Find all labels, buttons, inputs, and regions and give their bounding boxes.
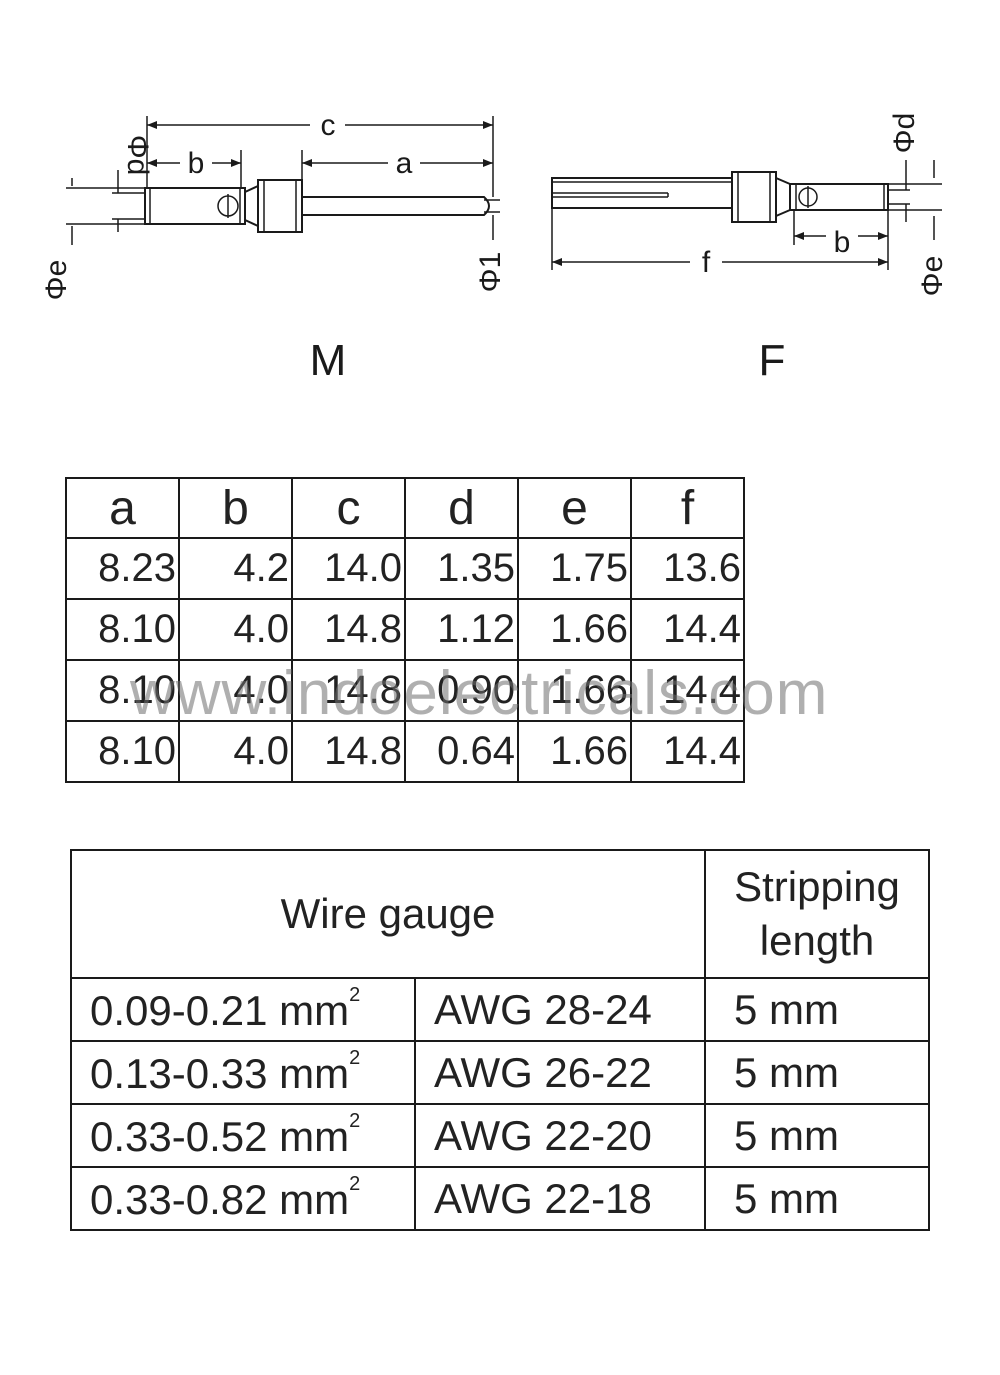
table-row: 0.33-0.82 mm2 AWG 22-18 5 mm: [70, 1166, 930, 1231]
cell-b: 4.0: [178, 598, 293, 661]
cell-d: 0.64: [404, 720, 519, 783]
cell-d: 1.12: [404, 598, 519, 661]
male-label: M: [310, 336, 347, 385]
female-contact-drawing: b f Φd Φe F: [551, 113, 949, 385]
table-row: 8.10 4.0 14.8 0.90 1.66 14.4: [65, 659, 745, 722]
cell-f: 14.4: [630, 598, 745, 661]
dim-phi-d-label-f: Φd: [888, 113, 921, 154]
cell-d: 0.90: [404, 659, 519, 722]
stripping-length-header: Stripping length: [704, 849, 930, 979]
table-row: 8.10 4.0 14.8 0.64 1.66 14.4: [65, 720, 745, 783]
cell-c: 14.8: [291, 659, 406, 722]
female-label: F: [759, 336, 786, 385]
cell-b: 4.2: [178, 537, 293, 600]
awg-cell: AWG 26-22: [414, 1040, 706, 1105]
table-row: 0.33-0.52 mm2 AWG 22-20 5 mm: [70, 1103, 930, 1168]
dim-a-label: a: [396, 147, 413, 180]
strip-length-cell: 5 mm: [704, 977, 930, 1042]
wire-header-row: Wire gauge Stripping length: [70, 849, 930, 979]
cell-f: 13.6: [630, 537, 745, 600]
dimension-header-row: a b c d e f: [65, 477, 745, 539]
cell-a: 8.10: [65, 720, 180, 783]
cross-section-value: 0.09-0.21 mm: [90, 987, 350, 1034]
header-a: a: [65, 477, 180, 539]
header-c: c: [291, 477, 406, 539]
squared-superscript: 2: [349, 1110, 361, 1132]
dimension-table: a b c d e f 8.23 4.2 14.0 1.35 1.75 13.6…: [65, 477, 745, 783]
dim-phi-e-label: Φe: [40, 260, 73, 301]
header-e: e: [517, 477, 632, 539]
cell-e: 1.66: [517, 598, 632, 661]
cross-section-cell: 0.33-0.52 mm2: [70, 1103, 416, 1168]
cell-f: 14.4: [630, 659, 745, 722]
dim-phi-e-label-f: Φe: [916, 256, 949, 297]
cell-f: 14.4: [630, 720, 745, 783]
cell-c: 14.8: [291, 598, 406, 661]
cell-a: 8.23: [65, 537, 180, 600]
squared-superscript: 2: [349, 1173, 361, 1195]
dim-b-label-f: b: [834, 226, 851, 259]
cross-section-value: 0.33-0.52 mm: [90, 1113, 350, 1160]
cross-section-cell: 0.33-0.82 mm2: [70, 1166, 416, 1231]
cell-e: 1.75: [517, 537, 632, 600]
awg-cell: AWG 22-18: [414, 1166, 706, 1231]
dim-b-label: b: [188, 147, 205, 180]
header-d: d: [404, 477, 519, 539]
table-row: 8.23 4.2 14.0 1.35 1.75 13.6: [65, 537, 745, 600]
stripping-header-line1: Stripping: [734, 863, 900, 910]
cross-section-cell: 0.09-0.21 mm2: [70, 977, 416, 1042]
awg-cell: AWG 22-20: [414, 1103, 706, 1168]
cell-c: 14.8: [291, 720, 406, 783]
cross-section-cell: 0.13-0.33 mm2: [70, 1040, 416, 1105]
cell-a: 8.10: [65, 659, 180, 722]
wire-gauge-header: Wire gauge: [70, 849, 706, 979]
male-contact-drawing: c b a Φd Φe Φ1 M: [40, 109, 507, 385]
stripping-header-line2: length: [759, 917, 875, 964]
cell-b: 4.0: [178, 720, 293, 783]
cell-d: 1.35: [404, 537, 519, 600]
cell-e: 1.66: [517, 720, 632, 783]
dim-f-label: f: [702, 246, 711, 279]
strip-length-cell: 5 mm: [704, 1040, 930, 1105]
awg-cell: AWG 28-24: [414, 977, 706, 1042]
cell-b: 4.0: [178, 659, 293, 722]
cross-section-value: 0.33-0.82 mm: [90, 1176, 350, 1223]
cell-e: 1.66: [517, 659, 632, 722]
contact-drawings: c b a Φd Φe Φ1 M: [40, 109, 949, 385]
cell-a: 8.10: [65, 598, 180, 661]
header-b: b: [178, 477, 293, 539]
header-f: f: [630, 477, 745, 539]
cell-c: 14.0: [291, 537, 406, 600]
cross-section-value: 0.13-0.33 mm: [90, 1050, 350, 1097]
wire-gauge-table: Wire gauge Stripping length 0.09-0.21 mm…: [70, 849, 930, 1231]
squared-superscript: 2: [349, 984, 361, 1006]
dim-phi-1-label: Φ1: [474, 252, 507, 293]
strip-length-cell: 5 mm: [704, 1103, 930, 1168]
dim-phi-d-label: Φd: [121, 135, 154, 176]
table-row: 8.10 4.0 14.8 1.12 1.66 14.4: [65, 598, 745, 661]
dim-c-label: c: [321, 109, 336, 142]
squared-superscript: 2: [349, 1047, 361, 1069]
table-row: 0.09-0.21 mm2 AWG 28-24 5 mm: [70, 977, 930, 1042]
strip-length-cell: 5 mm: [704, 1166, 930, 1231]
table-row: 0.13-0.33 mm2 AWG 26-22 5 mm: [70, 1040, 930, 1105]
